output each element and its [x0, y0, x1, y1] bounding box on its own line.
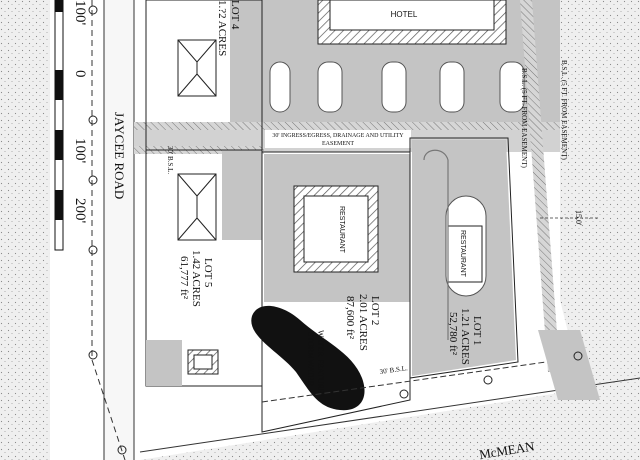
lot-1-acres: 1.21 ACRES	[459, 308, 471, 365]
south-marker-2	[483, 375, 493, 385]
lot-2-acres: 2.01 ACRES	[357, 294, 369, 351]
lot-4-acres: 1.?2 ACRES	[216, 0, 228, 56]
lot-1-area: 52,780 ft²	[447, 312, 459, 356]
easement-label: 30' INGRESS/EGRESS, DRAINAGE AND UTILITY	[272, 133, 404, 139]
east-entry-drive	[538, 330, 600, 400]
water-feature-label: WATER FEATURE/	[316, 330, 325, 397]
jaycee-road	[104, 0, 134, 460]
lot-2-building	[303, 195, 369, 263]
easement-label-box	[265, 130, 411, 148]
survey-markers	[88, 5, 127, 455]
lot-1-boundary	[409, 137, 519, 379]
dimension-15: 15.0'	[574, 210, 583, 226]
left-road-strip	[0, 0, 50, 460]
stormwater-pond	[251, 305, 365, 411]
lot-5-area: 61,777 ft²	[178, 256, 190, 300]
scale-label-100: 100'	[72, 138, 88, 164]
lot-5-parking	[222, 150, 262, 240]
scale-label-200: 200'	[72, 198, 88, 224]
west-boundary-dashed	[91, 0, 126, 460]
bsl-south-label: 30' B.S.L.	[379, 364, 408, 376]
restaurant-2-label: RESTAURANT	[459, 230, 466, 278]
bsl-top-label-2: B.S.L. (5 FT. FROM EASEMENT)	[520, 68, 528, 168]
easement-strip	[134, 122, 560, 130]
lot-1-name: LOT 1	[471, 316, 483, 345]
lot-5-entry-drive	[146, 340, 182, 386]
hotel-building	[329, 0, 495, 31]
scale-label-0: 0	[72, 70, 88, 78]
east-marker	[573, 351, 583, 361]
restaurant-1-label: RESTAURANT	[338, 206, 345, 254]
scale-bar	[54, 0, 64, 251]
scale-label-100-neg: 100'	[72, 0, 88, 26]
lot-1-drive-thru	[423, 149, 449, 340]
parking-islands	[269, 61, 525, 113]
south-setback	[261, 359, 561, 403]
lot-4-name: LOT 4	[229, 0, 241, 30]
mcmean-road	[140, 380, 640, 460]
lot-2-area: 87,600 ft²	[344, 296, 356, 340]
lot-5-acres: 1.42 ACRES	[190, 250, 202, 307]
bsl-top-label: B.S.L. (5 FT. FROM EASEMENT)	[560, 60, 568, 160]
jaycee-road-label: JAYCEE ROAD	[112, 112, 127, 199]
lot-2-name: LOT 2	[369, 296, 381, 325]
stormwater-label: STORMWATER	[306, 332, 315, 387]
hotel-label: HOTEL	[391, 10, 418, 19]
east-sidewalk	[520, 0, 560, 372]
south-marker	[399, 389, 409, 399]
easement-label-2: EASEMENT	[322, 141, 354, 147]
lot-5-name: LOT 5	[202, 258, 214, 288]
bsl-west-label: 30' B.S.L.	[166, 146, 174, 174]
